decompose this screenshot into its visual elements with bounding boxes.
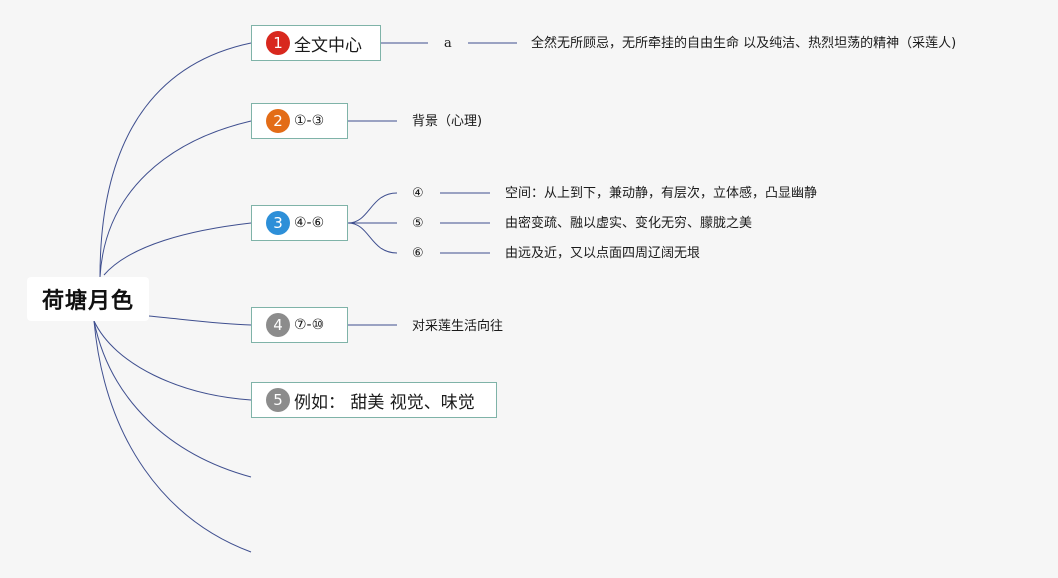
root-topic-label: 荷塘月色 <box>41 289 134 314</box>
branch-connector <box>99 120 252 278</box>
branch-connector <box>93 320 252 553</box>
topic-label: 全文中心 <box>294 35 362 56</box>
topic-number-badge: 3 <box>266 211 290 235</box>
topic-1[interactable]: 1 全文中心 <box>251 25 381 61</box>
leaf-item[interactable]: 由密变疏、融以虚实、变化无穷、朦胧之美 <box>505 216 753 231</box>
leaf-item[interactable]: 对采莲生活向往 <box>412 319 504 334</box>
leaf-item[interactable]: ⑥ <box>412 246 424 261</box>
topic-label: ④-⑥ <box>294 215 325 231</box>
branch-connector <box>93 320 252 401</box>
leaf-item[interactable]: 空间：从上到下，兼动静，有层次，立体感，凸显幽静 <box>505 186 818 201</box>
topic-2[interactable]: 2 ①-③ <box>251 103 348 139</box>
leaf-item[interactable]: 全然无所顾忌，无所牵挂的自由生命 以及纯洁、热烈坦荡的精神（采莲人) <box>531 36 957 51</box>
topic-number-badge: 4 <box>266 313 290 337</box>
root-topic[interactable]: 荷塘月色 <box>27 277 149 321</box>
topic-label: ①-③ <box>294 113 325 129</box>
topic-3[interactable]: 3 ④-⑥ <box>251 205 348 241</box>
leaf-item[interactable]: 由远及近，又以点面四周辽阔无垠 <box>505 246 701 261</box>
topic-number-badge: 5 <box>266 388 290 412</box>
branch-connector <box>103 222 252 276</box>
leaf-connector <box>347 222 398 254</box>
leaf-item[interactable]: 背景（心理) <box>412 114 483 129</box>
topic-4[interactable]: 4 ⑦-⑩ <box>251 307 348 343</box>
topic-label: 例如： 甜美 视觉、味觉 <box>294 392 475 413</box>
leaf-connector <box>347 192 398 224</box>
branch-connector <box>93 320 252 478</box>
branch-connector <box>148 315 252 326</box>
topic-number-badge: 2 <box>266 109 290 133</box>
leaf-item[interactable]: ④ <box>412 186 424 201</box>
branch-connector <box>99 42 252 278</box>
leaf-item[interactable]: ⑤ <box>412 216 424 231</box>
topic-label: ⑦-⑩ <box>294 317 325 333</box>
leaf-item[interactable]: a <box>444 36 452 51</box>
topic-5[interactable]: 5 例如： 甜美 视觉、味觉 <box>251 382 497 418</box>
topic-number-badge: 1 <box>266 31 290 55</box>
